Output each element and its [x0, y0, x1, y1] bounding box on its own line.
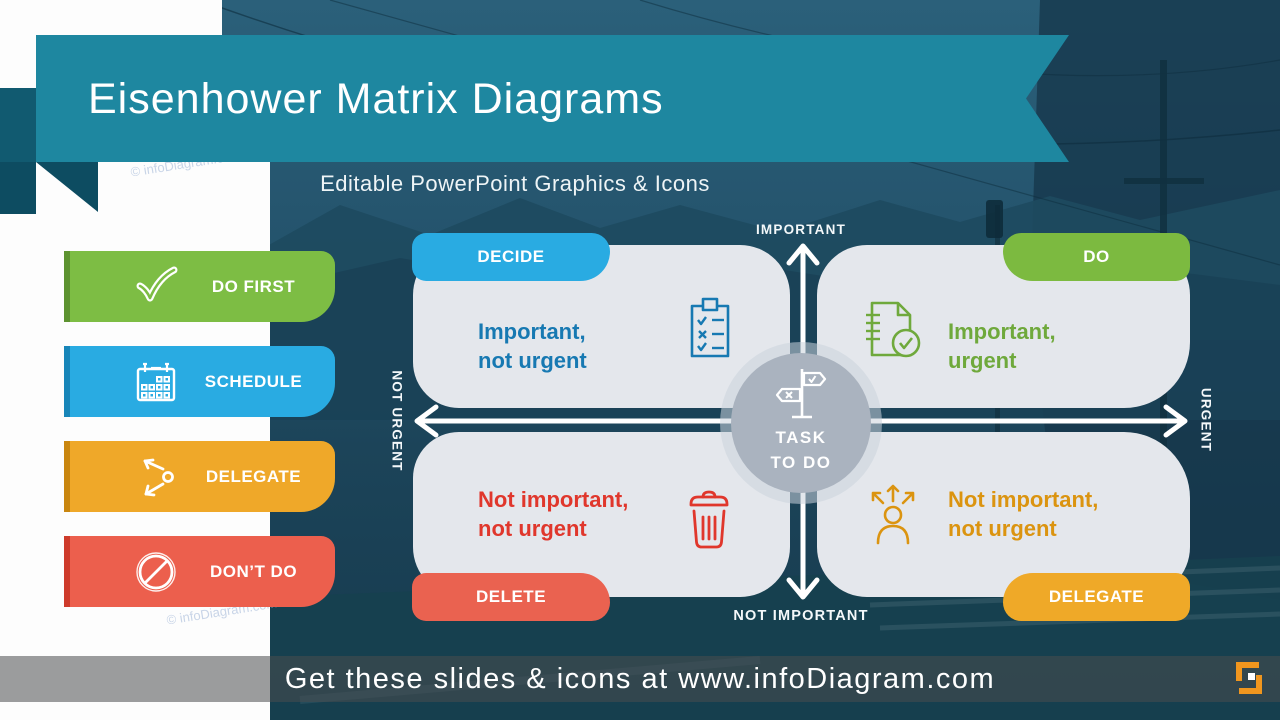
- check-icon: [132, 265, 180, 309]
- accent-strip: [64, 536, 70, 607]
- sidebar-item-schedule[interactable]: SCHEDULE: [64, 346, 335, 417]
- center-hub: TASK TO DO: [731, 353, 871, 493]
- page-title: Eisenhower Matrix Diagrams: [88, 75, 664, 123]
- axis-label-not-important: NOT IMPORTANT: [733, 608, 869, 624]
- sidebar-item-label: DELEGATE: [205, 466, 302, 486]
- axis-label-urgent: URGENT: [1198, 387, 1214, 453]
- prohibition-icon: [132, 548, 180, 596]
- signpost-icon: [774, 365, 828, 423]
- quadrant-delete-text: Not important,not urgent: [478, 487, 629, 541]
- sidebar-item-do-first[interactable]: DO FIRST: [64, 251, 335, 322]
- quadrant-decide-text: Important,not urgent: [478, 319, 587, 373]
- checklist-icon: [688, 297, 732, 361]
- quadrant-delegate-text: Not important,not urgent: [948, 487, 1099, 541]
- quadrant-delegate: [817, 432, 1190, 597]
- tab-decide[interactable]: DECIDE: [412, 233, 610, 281]
- accent-strip: [64, 441, 70, 512]
- sidebar-item-label: SCHEDULE: [204, 371, 303, 391]
- accent-strip: [64, 251, 70, 322]
- accent-strip: [64, 346, 70, 417]
- footer-link-text[interactable]: Get these slides & icons at www.infoDiag…: [284, 663, 996, 695]
- calendar-icon: [133, 360, 179, 404]
- tab-delegate[interactable]: DELEGATE: [1003, 573, 1190, 621]
- axis-label-important: IMPORTANT: [755, 222, 847, 237]
- axis-label-not-urgent: NOT URGENT: [389, 370, 405, 472]
- sidebar-item-dont-do[interactable]: DON’T DO: [64, 536, 335, 607]
- infodiagram-logo-icon: [1236, 662, 1264, 694]
- document-check-icon: [864, 299, 928, 361]
- quadrant-do-text: Important,urgent: [948, 319, 1056, 373]
- subtitle: Editable PowerPoint Graphics & Icons: [320, 171, 710, 196]
- ribbon-fold-shadow: [0, 162, 36, 214]
- sidebar-item-label: DON’T DO: [209, 561, 298, 581]
- delegate-person-icon: [864, 481, 922, 551]
- title-ribbon: Eisenhower Matrix Diagrams: [36, 35, 1069, 162]
- tab-delete[interactable]: DELETE: [412, 573, 610, 621]
- hub-line1: TASK: [775, 428, 827, 447]
- footer-bar: [0, 656, 1280, 702]
- delegate-arrows-icon: [133, 454, 179, 500]
- quadrant-delete: [413, 432, 790, 597]
- sidebar-item-label: DO FIRST: [211, 276, 296, 296]
- trash-icon: [686, 489, 732, 551]
- tab-do[interactable]: DO: [1003, 233, 1190, 281]
- hub-line2: TO DO: [770, 453, 832, 472]
- sidebar-item-delegate[interactable]: DELEGATE: [64, 441, 335, 512]
